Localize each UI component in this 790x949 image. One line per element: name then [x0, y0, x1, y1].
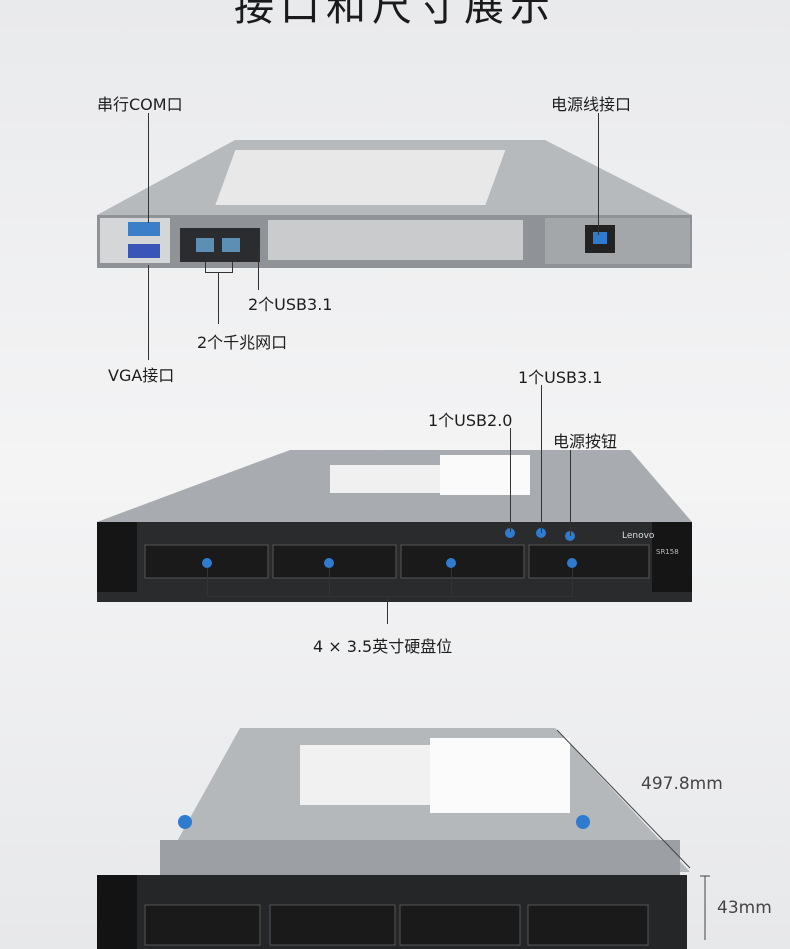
- rear-server: [97, 140, 692, 268]
- label-power-button: 电源按钮: [553, 432, 618, 451]
- front-server: [97, 450, 692, 602]
- dimension-depth: 497.8mm: [641, 774, 723, 794]
- label-lan-ports: 2个千兆网口: [197, 333, 288, 352]
- label-drive-bays: 4 × 3.5英寸硬盘位: [313, 637, 453, 656]
- label-power-connector: 电源线接口: [551, 95, 632, 114]
- label-com-port: 串行COM口: [97, 95, 183, 114]
- label-rear-usb: 2个USB3.1: [248, 295, 333, 314]
- label-vga-port: VGA接口: [108, 366, 175, 385]
- label-front-usb31: 1个USB3.1: [518, 368, 603, 387]
- model-label: SR158: [656, 548, 679, 556]
- isometric-server: [97, 728, 690, 949]
- label-front-usb20: 1个USB2.0: [428, 411, 513, 430]
- brand-logo: Lenovo: [622, 531, 655, 541]
- page-title: 接口和尺寸展示: [234, 0, 556, 30]
- dimension-height: 43mm: [717, 898, 772, 918]
